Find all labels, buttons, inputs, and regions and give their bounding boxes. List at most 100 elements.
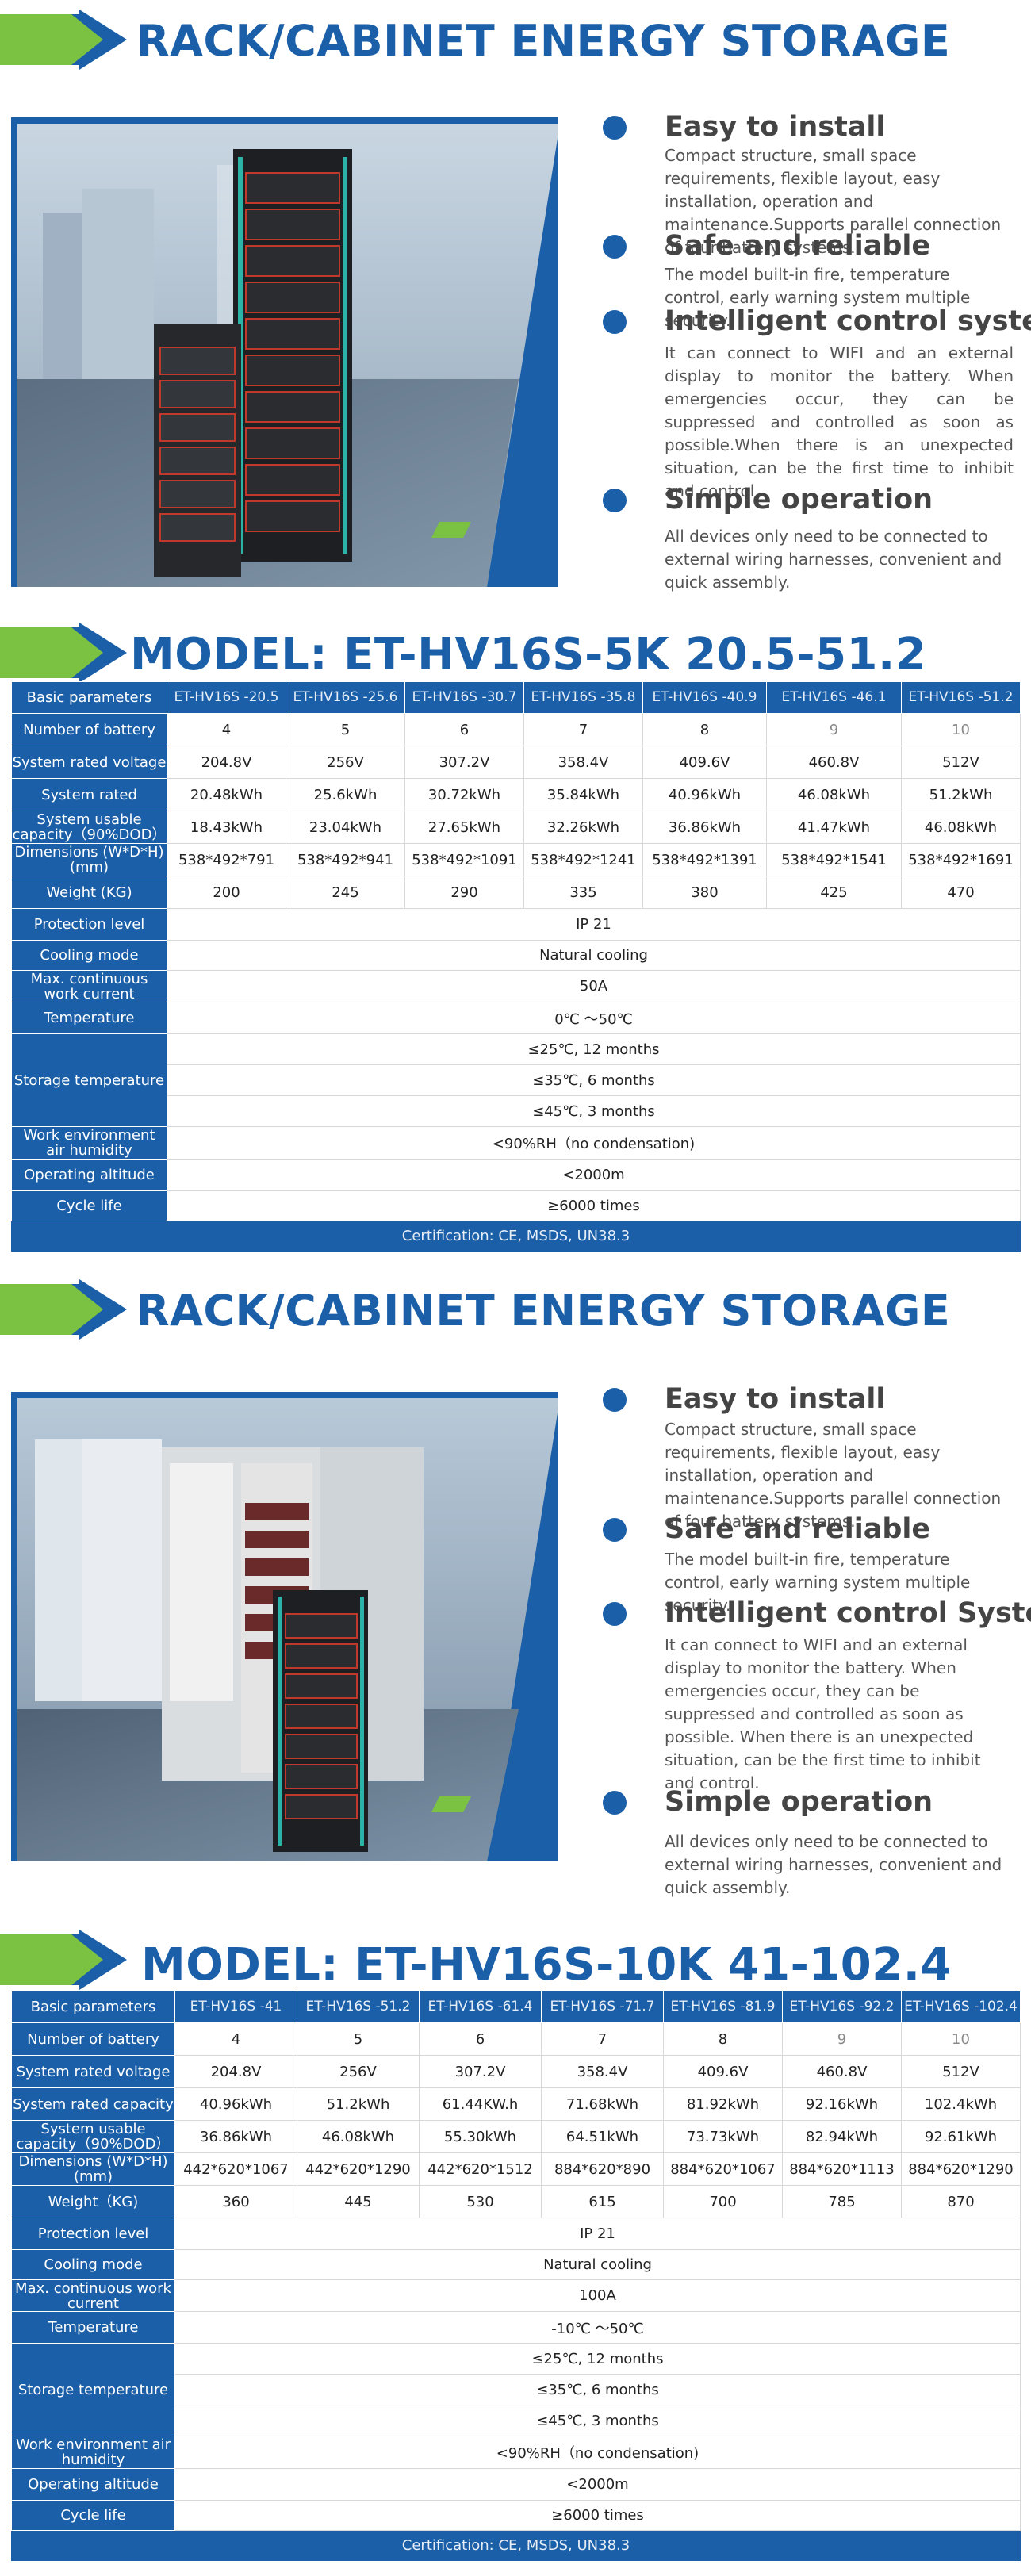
feature-text: All devices only need to be connected to… <box>665 1832 1002 1897</box>
green-arrow-icon <box>0 10 127 70</box>
table-row: System usable capacity（90%DOD） 18.43kWh … <box>11 811 1021 844</box>
table-row: Storage temperature ≤25℃, 12 months <box>11 2343 1021 2436</box>
cell: 10 <box>901 713 1021 746</box>
cell: 40.96kWh <box>642 778 767 811</box>
row-label: Cycle life <box>11 2500 175 2531</box>
cell: 256V <box>286 746 405 779</box>
cell: 538*492*1091 <box>404 843 524 876</box>
cell: 335 <box>523 876 643 909</box>
cell: 82.94kWh <box>782 2120 902 2153</box>
cell: 30.72kWh <box>404 778 524 811</box>
cell: 40.96kWh <box>174 2087 297 2121</box>
cell: 71.68kWh <box>541 2087 664 2121</box>
cell: 204.8V <box>174 2055 297 2088</box>
cell: 46.08kWh <box>766 778 902 811</box>
cell: 884*620*890 <box>541 2152 664 2186</box>
feature-title: Intelligent control System <box>665 1597 1031 1629</box>
cell: ≥6000 times <box>167 1190 1021 1221</box>
table-row: Dimensions (W*D*H)(mm) 538*492*791 538*4… <box>11 843 1021 876</box>
cell: 538*492*1541 <box>766 843 902 876</box>
model-header: ET-HV16S -40.9 <box>642 681 767 714</box>
row-label: Number of battery <box>11 2022 175 2056</box>
cell: 6 <box>404 713 524 746</box>
cell: 380 <box>642 876 767 909</box>
bullet-icon <box>603 116 627 140</box>
table-row: Cycle life ≥6000 times <box>11 2500 1021 2531</box>
green-arrow-icon <box>0 623 127 683</box>
row-label: Temperature <box>11 1002 167 1034</box>
cell: ≤45℃, 3 months <box>174 2405 1021 2436</box>
row-label: System rated capacity <box>11 2087 175 2121</box>
cell: 512V <box>901 746 1021 779</box>
row-label: System rated voltage <box>11 746 167 779</box>
row-label: Operating altitude <box>11 2468 175 2501</box>
cell: 6 <box>419 2022 542 2056</box>
row-label: Max. continuous work current <box>11 2279 175 2312</box>
cell: 92.16kWh <box>782 2087 902 2121</box>
cell: ≤35℃, 6 months <box>174 2374 1021 2405</box>
cabinet-battery-photo <box>11 1392 558 1861</box>
cell: 470 <box>901 876 1021 909</box>
cell: 92.61kWh <box>901 2120 1021 2153</box>
row-label: Dimensions (W*D*H)(mm) <box>11 2152 175 2186</box>
table-row: Max. continuous work current 100A <box>11 2279 1021 2312</box>
cell: 700 <box>663 2185 783 2218</box>
cell: 307.2V <box>419 2055 542 2088</box>
cell: 445 <box>297 2185 420 2218</box>
feature-title: Easy to install <box>665 1383 886 1415</box>
table-row: Max. continuous work current 50A <box>11 970 1021 1002</box>
row-label: Weight (KG) <box>11 876 167 909</box>
cell: 512V <box>901 2055 1021 2088</box>
cell: 5 <box>286 713 405 746</box>
cell: 8 <box>642 713 767 746</box>
model-header: ET-HV16S -92.2 <box>782 1991 902 2023</box>
feature-text: Compact structure, small space requireme… <box>665 1420 1002 1531</box>
table-row: Certification: CE, MSDS, UN38.3 <box>11 1221 1021 1252</box>
green-arrow-icon <box>0 1930 127 1990</box>
model-header: ET-HV16S -46.1 <box>766 681 902 714</box>
row-label: Storage temperature <box>11 1033 167 1127</box>
feature-title: Easy to install <box>665 111 886 143</box>
cell: 35.84kWh <box>523 778 643 811</box>
cell: 538*492*941 <box>286 843 405 876</box>
model-header: ET-HV16S -20.5 <box>167 681 286 714</box>
table-row: Certification: CE, MSDS, UN38.3 <box>11 2530 1021 2561</box>
table-row: Cooling mode Natural cooling <box>11 940 1021 971</box>
model-header: ET-HV16S -81.9 <box>663 1991 783 2023</box>
bullet-icon <box>603 1518 627 1542</box>
table-row: Cycle life ≥6000 times <box>11 1190 1021 1221</box>
table-row: System usable capacity（90%DOD） 36.86kWh … <box>11 2120 1021 2153</box>
cell: ≤35℃, 6 months <box>167 1064 1021 1096</box>
table-row: Weight (KG) 200 245 290 335 380 425 470 <box>11 876 1021 909</box>
row-label: Weight（KG) <box>11 2185 175 2218</box>
row-label: Basic parameters <box>11 681 167 714</box>
row-label: System rated <box>11 778 167 811</box>
feature-text: The model built-in fire, temperature con… <box>665 1550 971 1615</box>
cell: 538*492*1241 <box>523 843 643 876</box>
cell: 55.30kWh <box>419 2120 542 2153</box>
bullet-icon <box>603 489 627 512</box>
table-row: Temperature 0℃ ～50℃ <box>11 1002 1021 1034</box>
rack-battery-photo <box>11 117 558 587</box>
row-label: Protection level <box>11 908 167 941</box>
cell: <2000m <box>174 2468 1021 2501</box>
cell: 870 <box>901 2185 1021 2218</box>
cell: 200 <box>167 876 286 909</box>
row-label: Work environment air humidity <box>11 2436 175 2469</box>
cell: 10 <box>901 2022 1021 2056</box>
row-label: Temperature <box>11 2311 175 2344</box>
feature-text: Compact structure, small space requireme… <box>665 146 1002 257</box>
cell: 64.51kWh <box>541 2120 664 2153</box>
table-row: Temperature -10℃ ～50℃ <box>11 2311 1021 2344</box>
row-label: Operating altitude <box>11 1159 167 1191</box>
cell: 51.2kWh <box>901 778 1021 811</box>
cell: 18.43kWh <box>167 811 286 844</box>
model1-spec-table: Basic parameters ET-HV16S -20.5 ET-HV16S… <box>11 681 1021 1252</box>
cell: 290 <box>404 876 524 909</box>
row-label: Number of battery <box>11 713 167 746</box>
cell: 23.04kWh <box>286 811 405 844</box>
model-header: ET-HV16S -51.2 <box>297 1991 420 2023</box>
model-header: ET-HV16S -71.7 <box>541 1991 664 2023</box>
row-label: Protection level <box>11 2218 175 2250</box>
model-header: ET-HV16S -35.8 <box>523 681 643 714</box>
